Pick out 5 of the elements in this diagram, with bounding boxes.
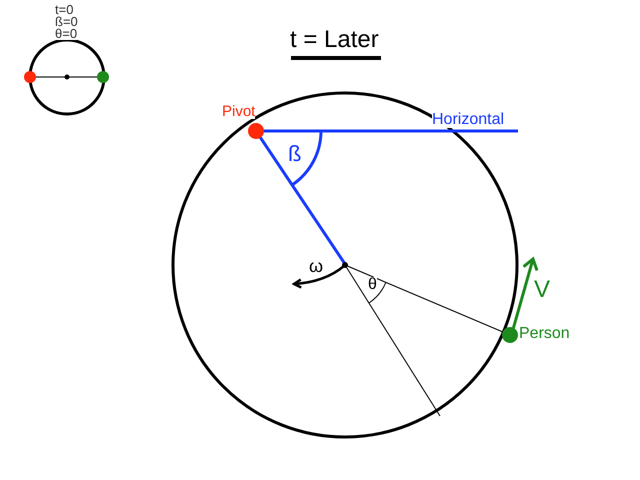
line-label: Horizontal	[432, 112, 504, 128]
point-label: Pivot	[222, 104, 256, 119]
state-label: θ=0	[55, 27, 78, 40]
state-label: ß=0	[55, 15, 78, 28]
state-label: t=0	[55, 3, 74, 16]
